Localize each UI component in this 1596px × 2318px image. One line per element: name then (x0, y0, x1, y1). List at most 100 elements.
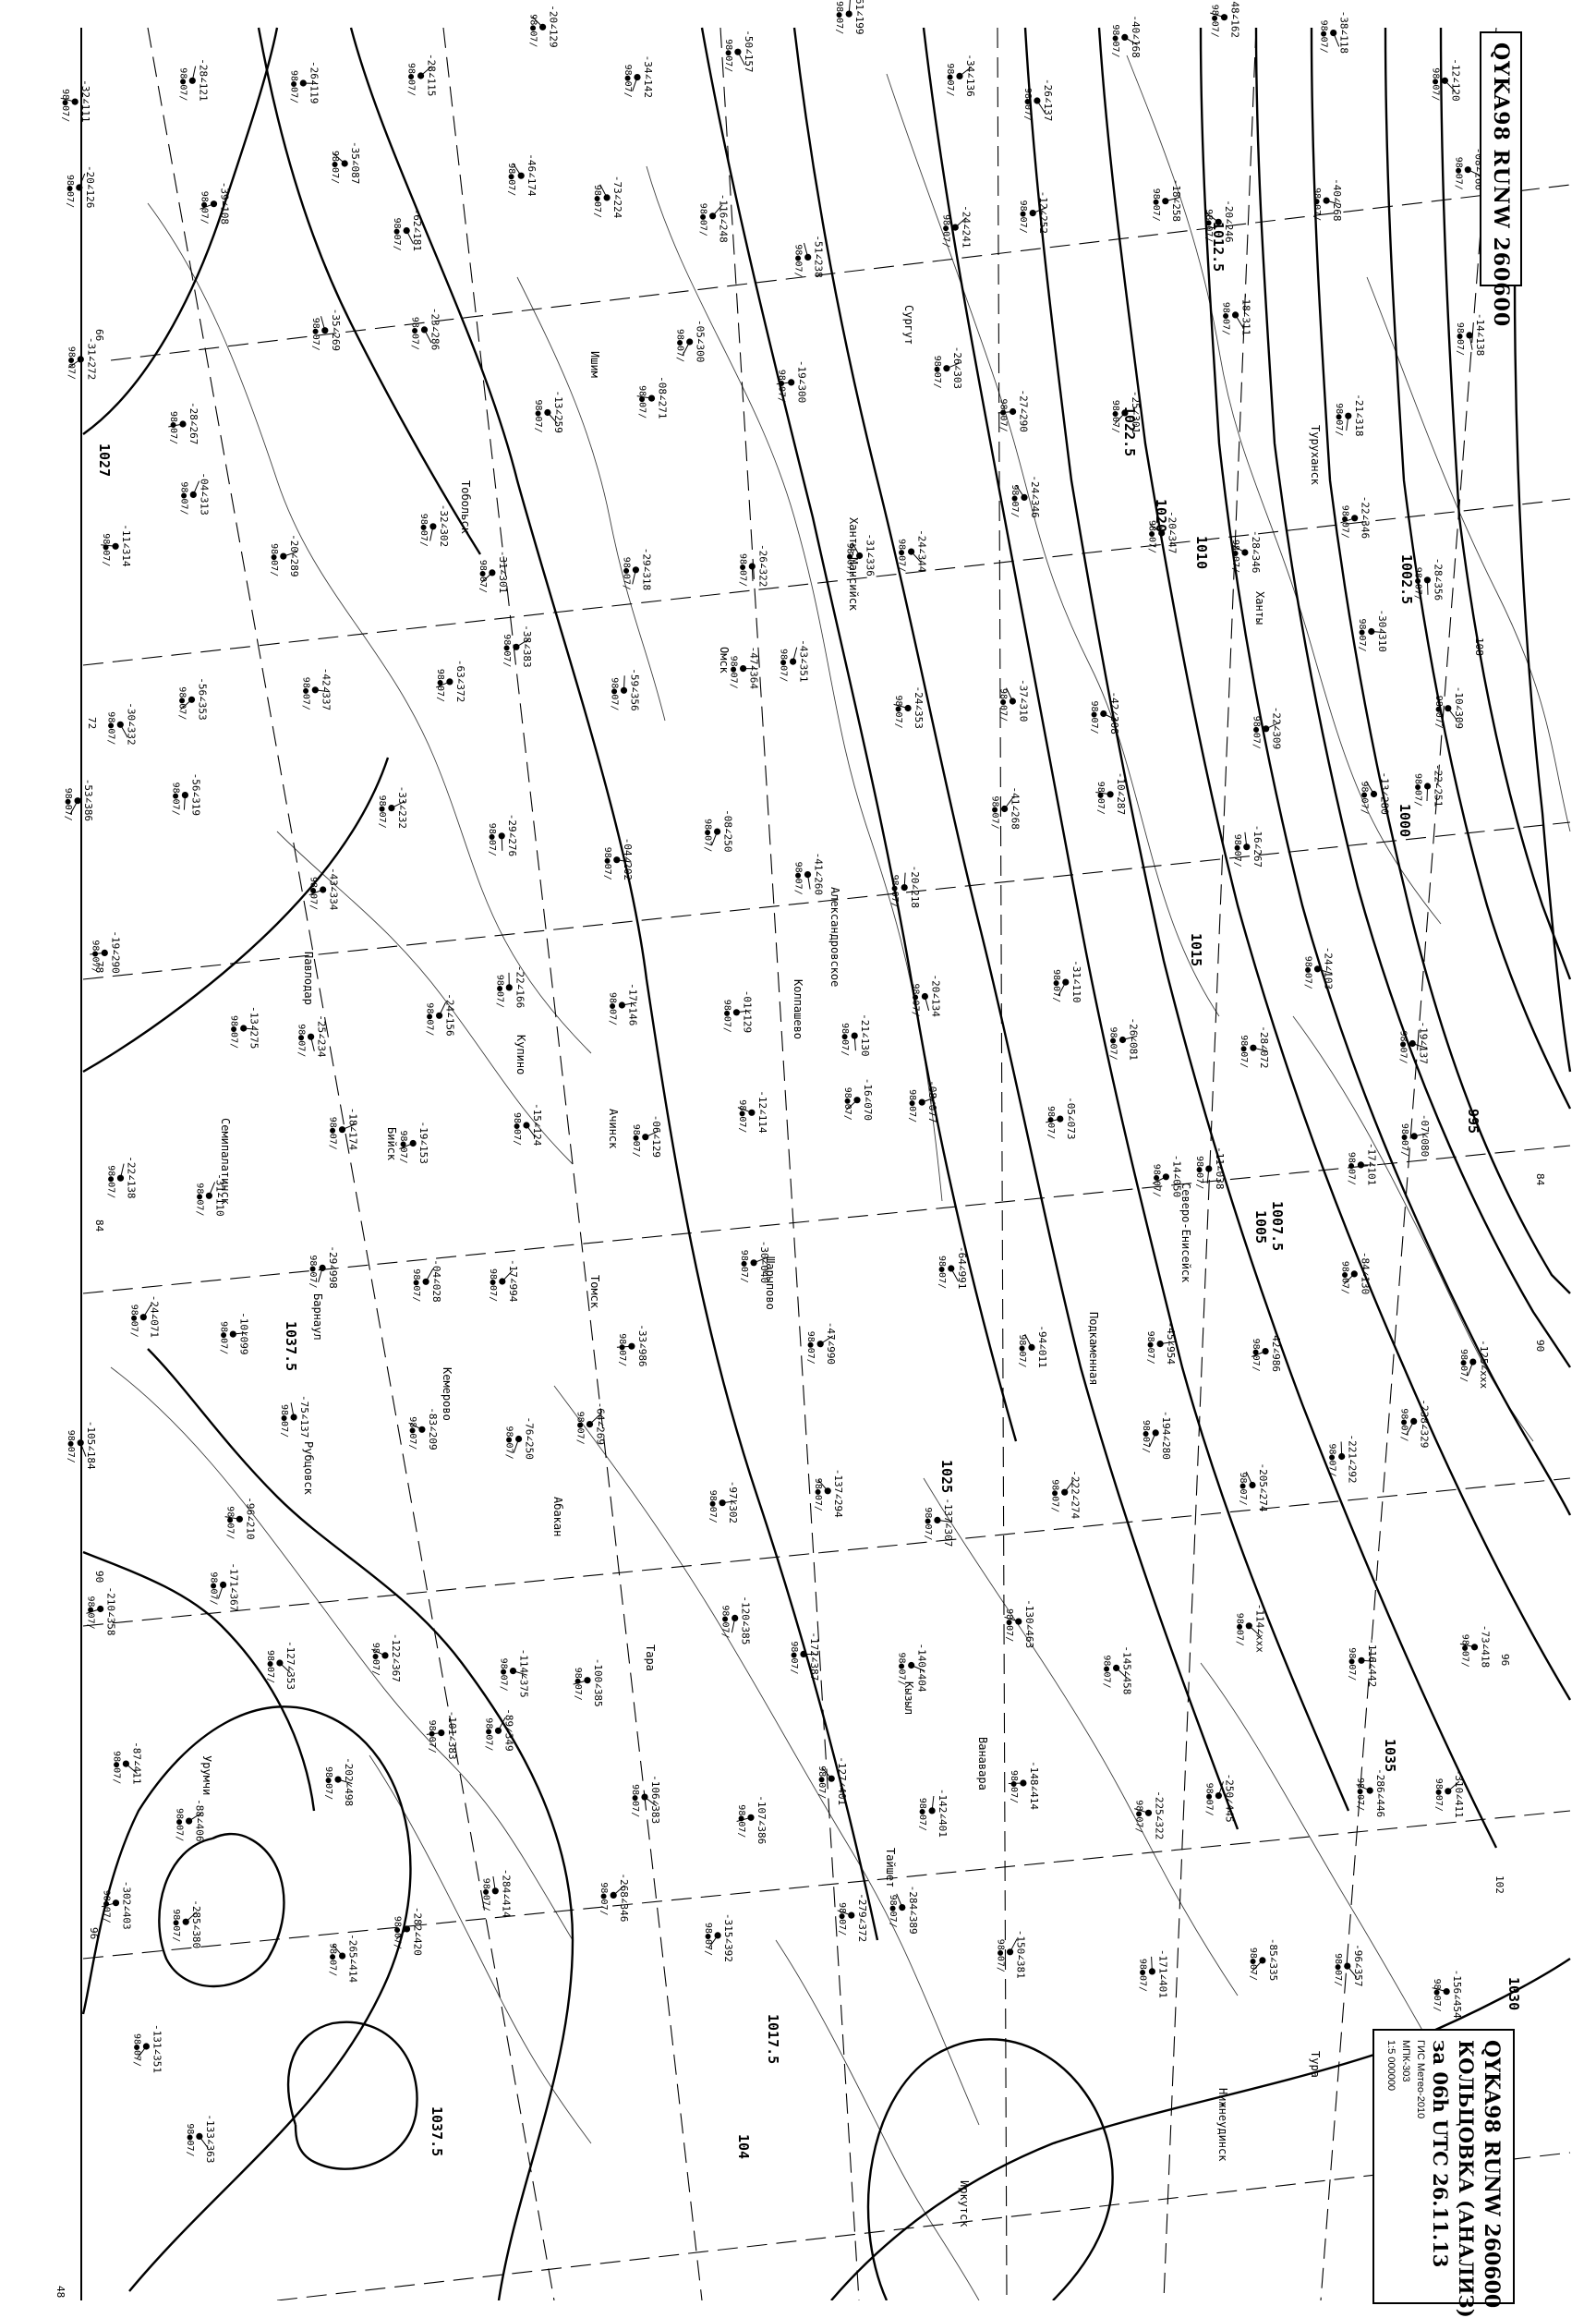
station-marker (1010, 408, 1016, 415)
station-marker (1232, 311, 1239, 318)
station-temp-pressure: -156∠454 (1451, 1970, 1463, 2019)
station-temp-pressure: -194∠280 (1160, 1411, 1172, 1460)
station-marker (117, 722, 124, 728)
station-temp-pressure: -30∠310 (1376, 610, 1388, 652)
station-temp-pressure: -23∠286 (429, 308, 441, 350)
station-marker (905, 705, 912, 711)
station-temp-pressure: -61∠199 (853, 0, 865, 34)
grid-label: 84 (93, 1220, 105, 1232)
station-code: 98●07/ (377, 795, 387, 829)
grid-label: 90 (93, 1571, 105, 1583)
station-marker (123, 1761, 129, 1767)
station-temp-pressure: -25∠234 (316, 1014, 328, 1058)
city-label: Александровское (828, 887, 841, 987)
station-marker (1358, 1657, 1364, 1664)
station-code: 98●07/ (813, 1478, 823, 1511)
station-temp-pressure: -24∠241 (960, 205, 972, 248)
station-temp-pressure: -89∠349 (503, 1708, 515, 1751)
map-scale: 1:5 000000 (1385, 2040, 1396, 2091)
isobar-label: 995 (1465, 1109, 1481, 1134)
station-marker (853, 1097, 860, 1103)
station-code: 98●07/ (1312, 188, 1322, 221)
station-temp-pressure: -42∠308 (1108, 692, 1120, 734)
station-marker (621, 687, 627, 694)
station-marker (922, 993, 928, 1000)
city-label: Омск (718, 647, 731, 674)
station-code: 98●07/ (1340, 505, 1350, 539)
station-temp-pressure: -18∠311 (1240, 293, 1252, 335)
station-marker (381, 1652, 388, 1658)
station-marker (1445, 705, 1451, 711)
station-code: 98●07/ (998, 399, 1009, 432)
station-temp-pressure: -35∠269 (330, 309, 342, 351)
station-temp-pressure: -221∠292 (1347, 1435, 1359, 1484)
station-marker (513, 644, 519, 650)
station-temp-pressure: -20∠218 (909, 866, 921, 908)
station-code: 98●07/ (1194, 1156, 1204, 1189)
station-code: 98●07/ (1141, 1420, 1151, 1453)
city-label: Ишим (588, 351, 601, 378)
station-code: 98●07/ (1248, 1948, 1258, 1981)
station-temp-pressure: -27∠290 (1018, 390, 1030, 432)
station-temp-pressure: -18∠258 (1170, 179, 1182, 222)
station-code: 98●07/ (308, 1255, 318, 1288)
isobar-label: 1030 (1505, 1977, 1522, 2010)
station-marker (929, 1807, 936, 1814)
station-code: 98●07/ (736, 1804, 746, 1838)
station-temp-pressure: -265∠414 (347, 1934, 359, 1983)
station-temp-pressure: -26∠119 (308, 61, 320, 103)
station-code: 98●07/ (185, 2123, 195, 2156)
station-marker (740, 665, 746, 672)
station-marker (1371, 791, 1377, 797)
station-marker (1215, 1792, 1222, 1799)
station-code: 98●07/ (1357, 619, 1367, 652)
station-temp-pressure: -310∠411 (1453, 1769, 1465, 1818)
station-marker (846, 11, 852, 18)
station-temp-pressure: -210∠358 (105, 1587, 117, 1636)
city-label: Тура (1309, 2051, 1322, 2078)
station-code: 98●07/ (300, 677, 310, 710)
station-code: 98●07/ (265, 1650, 275, 1683)
station-marker (186, 1818, 192, 1825)
city-label: Ханты-Мансийск (847, 517, 860, 612)
station-marker (1424, 783, 1431, 789)
station-code: 98●07/ (170, 783, 180, 816)
station-marker (308, 1034, 314, 1040)
station-code: 98●07/ (488, 1268, 498, 1302)
station-temp-pressure: -26∠322 (756, 544, 768, 587)
station-temp-pressure: -20∠347 (1167, 511, 1179, 553)
station-code: 98●07/ (840, 1023, 850, 1056)
station-code: 98●07/ (393, 1916, 403, 1949)
station-marker (709, 212, 716, 219)
station-code: 98●07/ (175, 1808, 185, 1841)
grid-label: 72 (86, 717, 98, 729)
city-label: Тайшет (884, 1848, 897, 1887)
station-temp-pressure: -22∠251 (1433, 764, 1445, 807)
isobar-label: 1025 (938, 1460, 955, 1493)
station-marker (1162, 198, 1168, 204)
station-temp-pressure: -100∠385 (592, 1658, 604, 1707)
city-label: Ванавара (976, 1737, 989, 1790)
station-marker (544, 409, 550, 416)
station-marker (1324, 198, 1330, 204)
station-code: 98●07/ (177, 67, 187, 101)
station-marker (733, 1009, 740, 1015)
city-label: Барнаул (311, 1293, 324, 1341)
station-temp-pressure: -94∠011 (1036, 1325, 1048, 1367)
station-marker (751, 1259, 757, 1266)
station-code: 98●07/ (86, 1596, 96, 1630)
station-marker (1445, 1788, 1451, 1794)
station-code: 98●07/ (1147, 520, 1157, 553)
station-marker (634, 74, 640, 80)
station-code: 98●07/ (1399, 1408, 1409, 1441)
station-temp-pressure: -28∠356 (1432, 558, 1444, 601)
station-temp-pressure: -40∠168 (1130, 15, 1142, 57)
station-code: 98●07/ (1339, 1261, 1349, 1294)
isobar-label: 1037.5 (283, 1321, 299, 1371)
city-label: Кызыл (902, 1681, 915, 1715)
station-temp-pressure: -73∠224 (611, 176, 623, 219)
station-marker (788, 379, 794, 385)
station-marker (934, 1517, 940, 1523)
station-marker (613, 856, 620, 863)
